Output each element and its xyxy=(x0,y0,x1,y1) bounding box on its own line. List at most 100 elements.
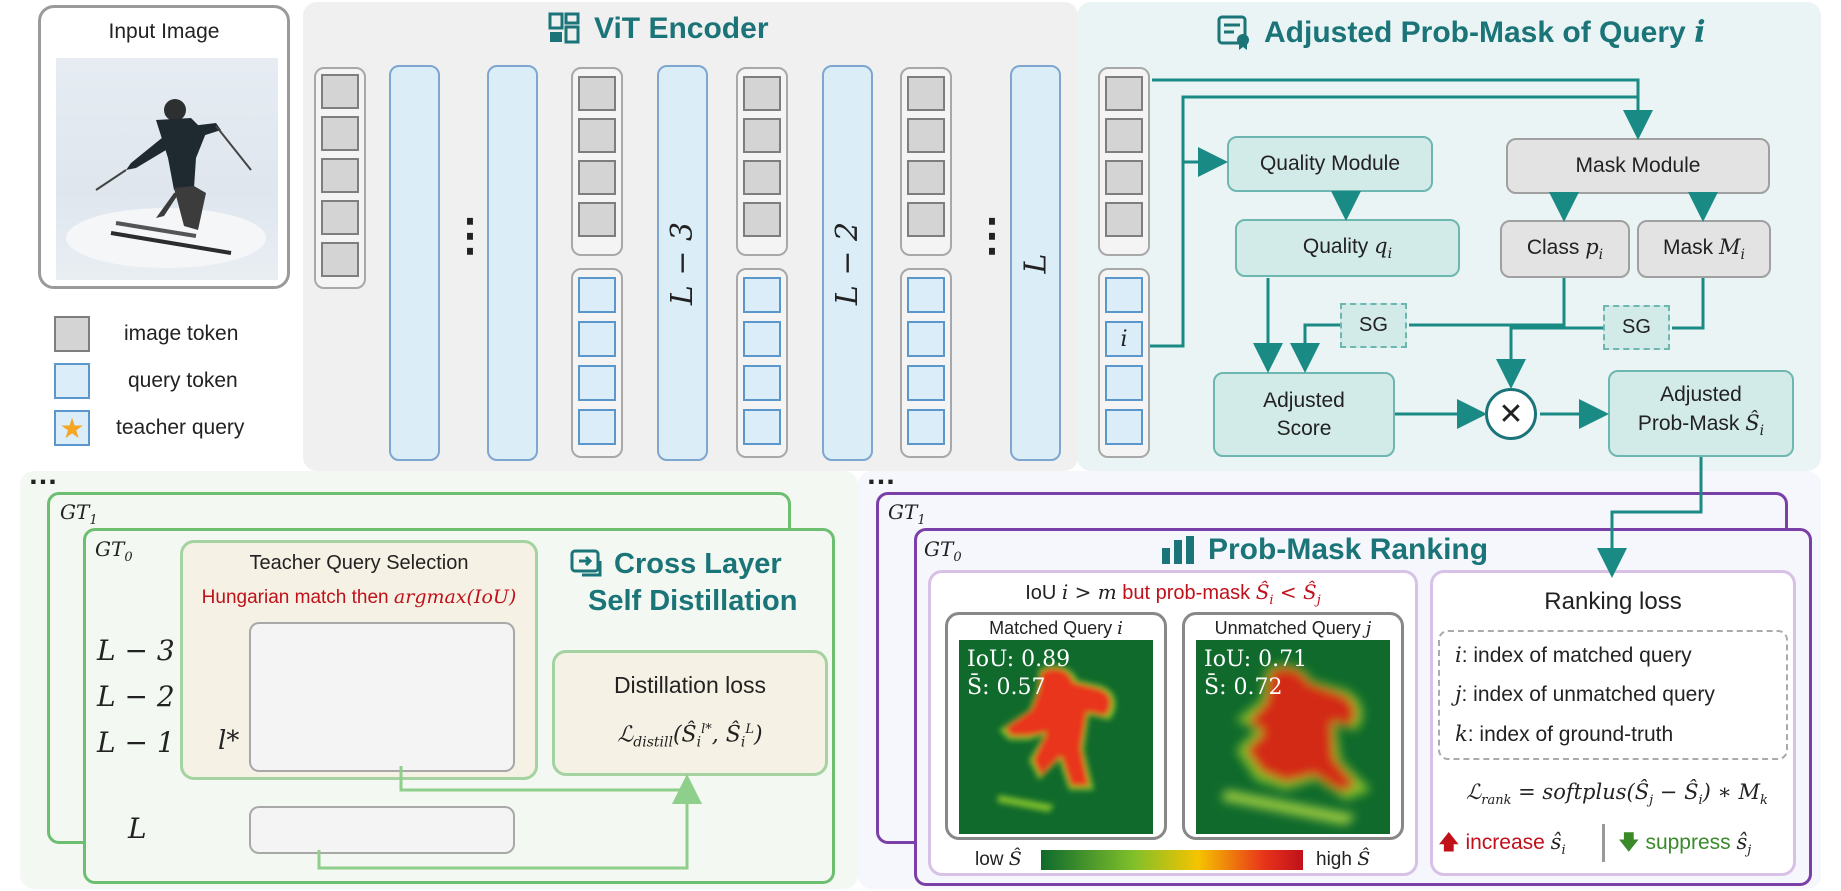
legend-teacher-query-swatch: ★ xyxy=(54,410,90,446)
legend-query-token-swatch xyxy=(54,363,90,399)
query-token xyxy=(907,321,945,357)
down-arrow-icon: 🡇 xyxy=(1618,830,1640,854)
hungarian-text: Hungarian match then argmax(IoU) xyxy=(201,586,517,608)
colorbar-high-label: high Ŝ xyxy=(1316,848,1371,870)
colorbar xyxy=(1041,850,1303,870)
colorbar-low-label: low Ŝ xyxy=(975,848,1022,870)
image-token xyxy=(321,200,359,235)
rank-ellipsis: … xyxy=(866,458,896,491)
query-token xyxy=(578,409,616,445)
query-token xyxy=(743,365,781,401)
input-image-title: Input Image xyxy=(108,20,220,43)
query-token xyxy=(907,277,945,313)
student-query-row xyxy=(249,806,515,854)
multiply-icon: ✕ xyxy=(1498,397,1524,431)
matched-s-mean: S̄: 0.57 xyxy=(967,675,1046,700)
distillation-loss-formula: ℒdistill(Ŝil*, ŜiL) xyxy=(617,722,763,751)
unmatched-heatmap: IoU: 0.71 S̄: 0.72 xyxy=(1196,640,1390,834)
matched-iou: IoU: 0.89 xyxy=(967,647,1071,672)
unmatched-mask-shape xyxy=(1221,664,1371,825)
image-token xyxy=(907,118,945,153)
image-token xyxy=(321,116,359,151)
image-token xyxy=(907,160,945,195)
row-label-l-minus-2: L − 2 xyxy=(97,680,175,713)
legend-image-token-label: image token xyxy=(124,322,239,345)
stop-gradient-2: SG xyxy=(1603,305,1670,350)
transfer-icon xyxy=(570,549,602,577)
prob-mask-ranking-title: Prob-Mask Ranking xyxy=(1160,533,1488,567)
gt1-label: GT1 xyxy=(60,500,98,528)
image-token xyxy=(578,202,616,237)
ranking-loss-title: Ranking loss xyxy=(1544,588,1682,615)
bar-chart-icon xyxy=(1162,536,1194,564)
layout-icon xyxy=(548,12,580,44)
def-i: i: index of matched query xyxy=(1455,643,1692,667)
unmatched-query-title: Unmatched Query j xyxy=(1214,618,1372,639)
suppress-label: 🡇 suppress ŝj xyxy=(1618,830,1752,859)
skier-figure xyxy=(66,99,266,268)
unmatched-s-mean: S̄: 0.72 xyxy=(1204,675,1283,700)
ranking-loss-formula: ℒrank = softplus(Ŝj − Ŝi) ∗ Mk xyxy=(1466,780,1768,809)
image-token xyxy=(743,118,781,153)
ranking-loss-box xyxy=(1430,570,1796,876)
image-token xyxy=(1105,76,1143,111)
image-token xyxy=(907,76,945,111)
distill-ellipsis: … xyxy=(28,458,58,491)
input-image-card: Input Image xyxy=(38,5,290,289)
layer-l: L xyxy=(1010,65,1061,461)
up-arrow-icon: 🡅 xyxy=(1438,830,1460,854)
certificate-icon xyxy=(1217,15,1249,50)
stop-gradient-1: SG xyxy=(1340,303,1407,348)
teacher-query-grid xyxy=(249,622,515,772)
image-token xyxy=(743,202,781,237)
class-box: Class pi xyxy=(1500,220,1630,278)
mask-box: Mask Mi xyxy=(1637,220,1771,278)
vertical-ellipsis-1: ⋮ xyxy=(448,211,492,260)
layer-l-minus-3: L − 3 xyxy=(657,65,708,461)
def-j: j: index of unmatched query xyxy=(1455,682,1715,706)
legend-teacher-query-label: teacher query xyxy=(116,416,245,439)
row-label-l-minus-3: L − 3 xyxy=(97,634,175,667)
query-token xyxy=(578,321,616,357)
query-token xyxy=(907,409,945,445)
query-token xyxy=(1105,409,1143,445)
query-token: i xyxy=(1105,321,1143,357)
increase-label: 🡅 increase ŝi xyxy=(1438,830,1566,859)
matched-query-title: Matched Query i xyxy=(989,618,1123,639)
row-label-l-star: l* xyxy=(218,726,240,756)
vit-title: ViT Encoder xyxy=(548,12,769,46)
rank-gt1-label: GT1 xyxy=(888,500,926,528)
query-token xyxy=(1105,277,1143,313)
image-token xyxy=(321,158,359,193)
distillation-loss-title: Distillation loss xyxy=(613,672,767,698)
legend-query-token-label: query token xyxy=(128,369,238,392)
cross-layer-title: Cross Layer Self Distillation xyxy=(570,547,830,618)
distillation-loss-box xyxy=(552,650,828,776)
row-label-l-minus-1: L − 1 xyxy=(97,726,175,759)
image-token xyxy=(1105,202,1143,237)
query-token xyxy=(578,277,616,313)
quality-module-box: Quality Module xyxy=(1227,136,1433,192)
query-token xyxy=(743,409,781,445)
image-token xyxy=(578,118,616,153)
layer-l-minus-2: L − 2 xyxy=(822,65,873,461)
gt0-label: GT0 xyxy=(95,537,133,565)
index-definitions-box xyxy=(1438,630,1788,760)
legend-image-token-swatch xyxy=(54,316,90,352)
quality-box: Quality qi xyxy=(1235,219,1460,277)
matched-mask-shape xyxy=(997,665,1116,812)
layer-column-1 xyxy=(389,65,440,461)
vertical-ellipsis-2: ⋮ xyxy=(970,211,1014,260)
mask-module-box: Mask Module xyxy=(1506,138,1770,194)
def-k: k: index of ground-truth xyxy=(1455,722,1674,746)
image-token xyxy=(321,74,359,109)
iou-condition-text: IoU i > m but prob-mask Ŝi < Ŝj xyxy=(1025,580,1321,608)
multiply-circle: ✕ xyxy=(1485,388,1537,440)
image-token xyxy=(743,160,781,195)
teacher-selection-title: Teacher Query Selection xyxy=(249,552,469,574)
layer-column-2 xyxy=(487,65,538,461)
mask-panel-title: Adjusted Prob-Mask of Query i xyxy=(1216,14,1705,50)
star-icon: ★ xyxy=(59,411,85,445)
rank-gt0-label: GT0 xyxy=(924,537,962,565)
